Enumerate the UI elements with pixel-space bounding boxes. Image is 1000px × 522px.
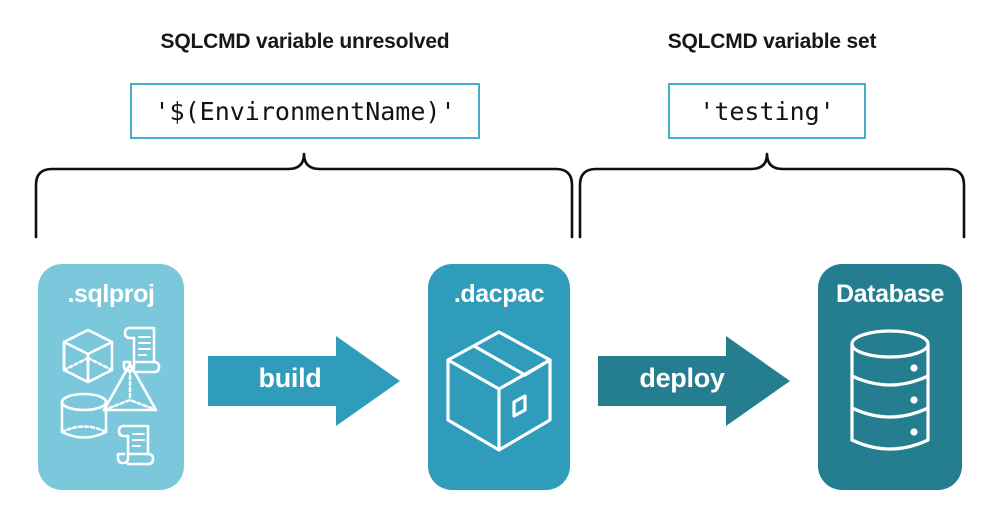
build-arrow-shape (208, 336, 400, 426)
scroll-icon (116, 424, 155, 466)
cube-icon (62, 328, 114, 384)
left-brace (34, 152, 574, 239)
panel-dacpac: .dacpac (428, 264, 570, 490)
arrow-build: build (208, 336, 400, 426)
panel-sqlproj: .sqlproj (38, 264, 184, 490)
dacpac-artwork (446, 330, 552, 452)
build-arrow-label: build (258, 363, 322, 393)
value-box-environment-name: '$(EnvironmentName)' (130, 83, 480, 139)
sqlproj-artwork (60, 326, 161, 466)
caption-sqlcmd-variable-set: SQLCMD variable set (667, 30, 877, 53)
panel-database: Database (818, 264, 962, 490)
panel-sqlproj-title: .sqlproj (67, 280, 155, 308)
package-box-icon (446, 330, 552, 452)
database-artwork (850, 329, 930, 451)
database-cylinder-icon (850, 329, 930, 451)
panel-dacpac-title: .dacpac (453, 280, 545, 308)
value-box-testing: 'testing' (668, 83, 866, 139)
right-brace (578, 152, 966, 239)
caption-sqlcmd-variable-unresolved: SQLCMD variable unresolved (160, 30, 450, 53)
deploy-arrow-label: deploy (639, 363, 725, 393)
pyramid-icon (102, 362, 158, 412)
deploy-arrow-shape (598, 336, 790, 426)
panel-database-title: Database (836, 280, 944, 308)
cylinder-icon (60, 392, 108, 439)
arrow-deploy: deploy (598, 336, 790, 426)
